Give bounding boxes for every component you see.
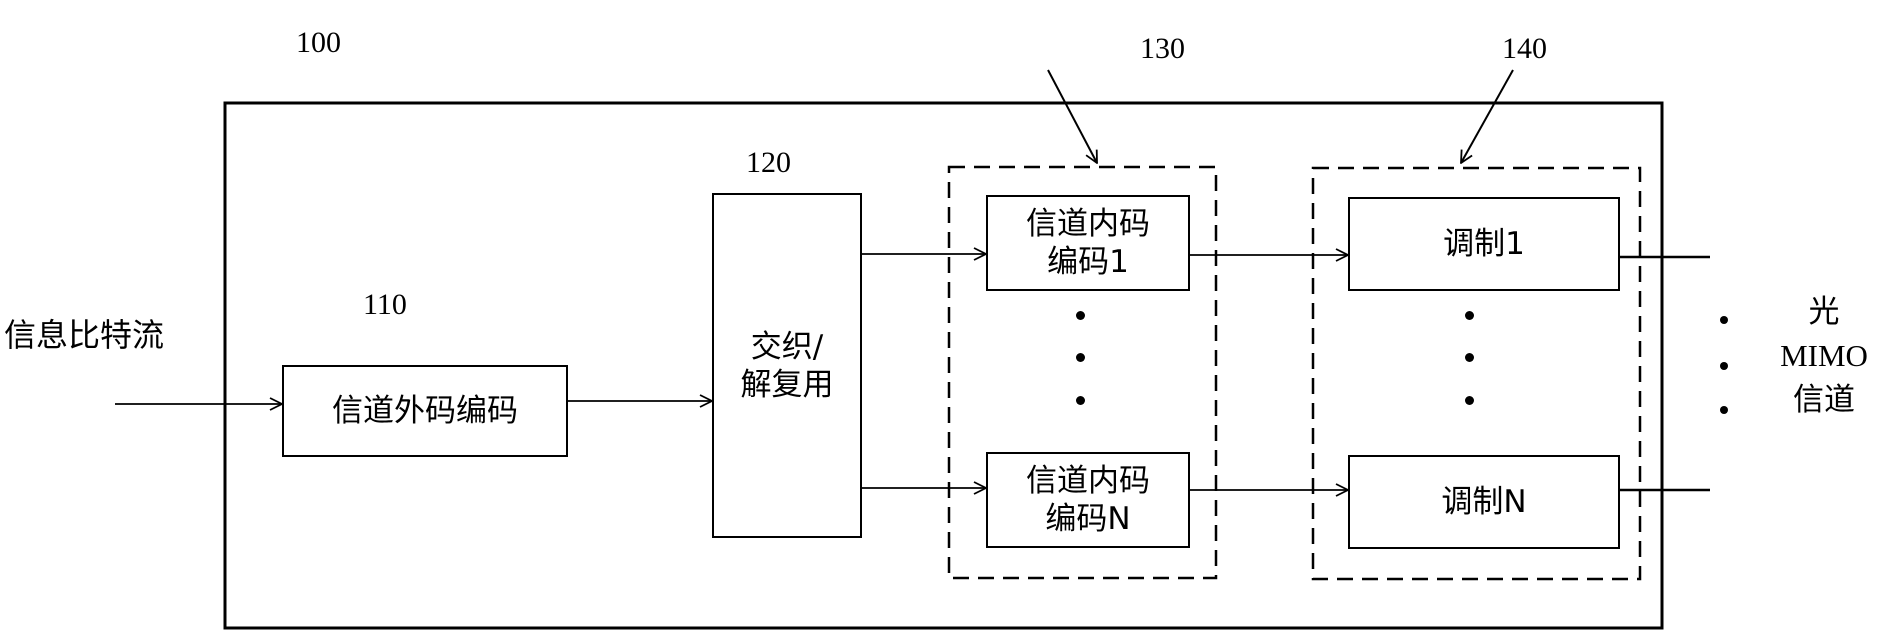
label-110: 110 [363,288,407,321]
inner-code-n-line2: 编码N [1045,501,1131,537]
modulator-ellipsis-dot [1465,311,1474,320]
modulator-1-text: 调制1 [1443,226,1525,262]
channel-ellipsis-dot [1720,316,1728,324]
inner-code-group-frame [947,165,1218,580]
modulator-ellipsis-dot [1465,396,1474,405]
modulator-ellipsis-dot [1465,353,1474,362]
outer-code-block: 信道外码编码 [282,365,568,457]
modulator-n-block: 调制N [1348,455,1620,549]
system-frame [223,101,1664,630]
modulator-n-text: 调制N [1441,484,1527,520]
label-140: 140 [1502,32,1547,65]
channel-label-line3: 信道 [1793,382,1855,418]
channel-label-line1: 光 [1808,294,1840,330]
inner-code-1-line2: 编码1 [1047,244,1129,280]
input-bitstream-label: 信息比特流 [4,316,165,354]
inner-code-ellipsis-dot [1076,353,1085,362]
inner-code-ellipsis-dot [1076,396,1085,405]
channel-ellipsis-dot [1720,362,1728,370]
channel-label-line2: MIMO [1780,338,1868,373]
modulator-1-block: 调制1 [1348,197,1620,291]
inner-code-1-block: 信道内码 编码1 [986,195,1190,291]
inner-code-ellipsis-dot [1076,311,1085,320]
inner-code-1-line1: 信道内码 [1026,206,1150,242]
optical-mimo-channel-label: 光 MIMO 信道 [1764,290,1884,422]
channel-ellipsis-dot [1720,406,1728,414]
label-130: 130 [1140,32,1185,65]
inner-code-n-line1: 信道内码 [1026,463,1150,499]
interleave-line1: 交织/ [750,328,824,365]
interleave-demux-block: 交织/ 解复用 [712,193,862,538]
label-120: 120 [746,146,791,179]
label-100: 100 [296,26,341,59]
modulation-group-frame [1311,166,1642,581]
inner-code-n-block: 信道内码 编码N [986,452,1190,548]
interleave-line2: 解复用 [740,366,834,403]
leader-130 [1047,69,1097,163]
outer-code-text: 信道外码编码 [332,393,518,429]
leader-140 [1461,69,1514,163]
